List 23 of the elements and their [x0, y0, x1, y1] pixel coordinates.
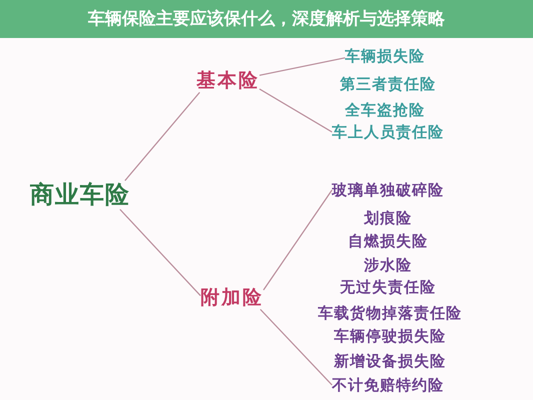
- leaf-item-text: 车辆损失险: [345, 47, 425, 65]
- connector-line: [259, 88, 332, 133]
- branch-topic-text: 附加险: [200, 286, 264, 310]
- connector-line: [263, 190, 332, 290]
- connector-line: [124, 92, 200, 181]
- connector-line: [120, 209, 201, 296]
- title-text: 车辆保险主要应该保什么，深度解析与选择策略: [88, 8, 445, 30]
- leaf-item-text: 全车盗抢险: [345, 101, 425, 119]
- leaf-item-text: 玻璃单独破碎险: [332, 181, 444, 199]
- leaf-item-text: 第三者责任险: [340, 75, 436, 93]
- leaf-item-text: 车辆停驶损失险: [334, 327, 446, 345]
- connector-line: [260, 308, 332, 386]
- leaf-item-text: 自燃损失险: [348, 232, 428, 250]
- branch-topic-text: 基本险: [196, 70, 260, 92]
- leaf-item-text: 新增设备损失险: [334, 352, 446, 370]
- leaf-item-text: 车载货物掉落责任险: [318, 304, 462, 322]
- connector-line: [259, 57, 346, 76]
- leaf-item-text: 无过失责任险: [340, 278, 436, 296]
- root-topic-text: 商业车险: [30, 180, 130, 210]
- leaf-item-text: 涉水险: [364, 256, 412, 274]
- leaf-item-text: 不计免赔特约险: [332, 376, 444, 394]
- leaf-item-text: 车上人员责任险: [332, 123, 444, 141]
- leaf-item-text: 划痕险: [364, 209, 412, 227]
